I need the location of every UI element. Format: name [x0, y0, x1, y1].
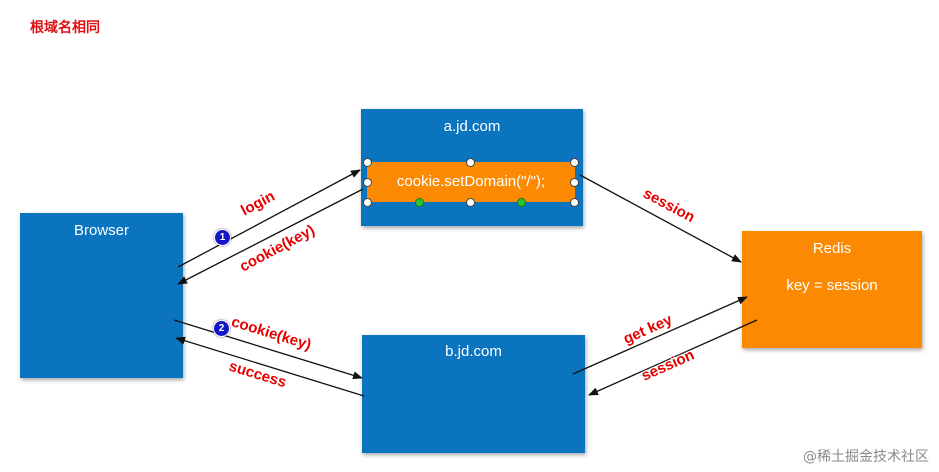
- redis-title: Redis: [812, 240, 852, 257]
- arrow-session-from-redis: [588, 319, 758, 396]
- selection-handle[interactable]: [363, 198, 372, 207]
- b-jd-server-label: b.jd.com: [445, 343, 502, 360]
- step-badge-2: 2: [213, 320, 230, 337]
- browser-node: Browser: [20, 213, 183, 378]
- redis-node: Redis key = session: [742, 231, 922, 348]
- set-domain-code-box[interactable]: cookie.setDomain("/");: [367, 162, 575, 202]
- selection-handle[interactable]: [466, 198, 475, 207]
- arrow-cookie-response: [177, 188, 364, 285]
- arrow-get-key: [572, 296, 748, 375]
- selection-handle[interactable]: [570, 158, 579, 167]
- browser-label: Browser: [73, 222, 129, 239]
- a-jd-server-label: a.jd.com: [443, 118, 501, 135]
- selection-handle[interactable]: [363, 178, 372, 187]
- diagram-heading: 根域名相同: [30, 20, 100, 36]
- watermark: @稀土掘金技术社区: [803, 449, 929, 465]
- redis-content: key = session: [786, 277, 878, 294]
- b-jd-server-node: b.jd.com: [362, 335, 585, 453]
- arrow-cookie-to-b: [173, 319, 363, 380]
- arrow-login: [177, 169, 361, 268]
- connection-point[interactable]: [517, 198, 526, 207]
- selection-handle[interactable]: [363, 158, 372, 167]
- selection-handle[interactable]: [570, 198, 579, 207]
- connection-point[interactable]: [415, 198, 424, 207]
- arrow-session-to-redis: [579, 174, 742, 263]
- selection-handle[interactable]: [466, 158, 475, 167]
- set-domain-code-text: cookie.setDomain("/");: [396, 173, 546, 190]
- arrow-success: [175, 336, 365, 397]
- step-badge-1: 1: [214, 229, 231, 246]
- selection-handle[interactable]: [570, 178, 579, 187]
